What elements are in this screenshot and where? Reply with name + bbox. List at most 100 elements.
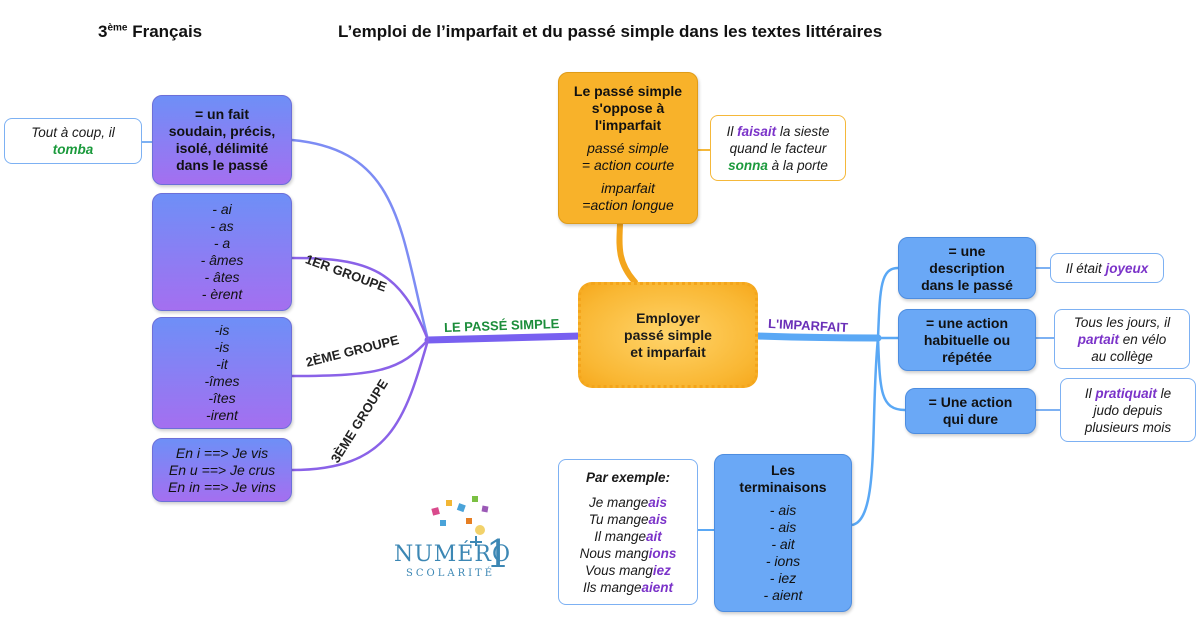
example-line: quand le facteur [729, 140, 827, 156]
example-title: Par exemple: [585, 469, 671, 485]
node-line: habituelle ou [923, 331, 1011, 348]
terminaisons-node[interactable]: Les terminaisons - ais - ais - ait - ion… [714, 454, 852, 612]
logo-word: NUMÉRO [394, 542, 511, 567]
example: En i ==> Je vis [175, 444, 269, 461]
example-text: à la porte [767, 157, 828, 173]
numero1-logo: NUMÉRO 1 SCOLARITÉ [392, 486, 522, 596]
page-title: L’emploi de l’imparfait et du passé simp… [338, 22, 883, 41]
logo-digit: 1 [486, 532, 511, 576]
link-description [876, 266, 899, 339]
node-line: isolé, délimité [175, 140, 269, 156]
example-text: le [1156, 385, 1172, 401]
node-line: = Une action [928, 394, 1013, 410]
imparfait-description-node[interactable]: = une description dans le passé [898, 237, 1036, 299]
ending: - ait [771, 536, 795, 552]
example-text: Il était [1065, 260, 1106, 276]
conjugation-row: Tu mangeais [589, 511, 668, 528]
groupe1-endings-node[interactable]: - ai - as - a - âmes - âtes - èrent [152, 193, 292, 311]
conjugation-row: Ils mangeaient [583, 579, 673, 596]
ending: - èrent [201, 286, 243, 302]
example-line: partait en vélo [1078, 331, 1167, 348]
example-line: judo depuis [1093, 402, 1163, 418]
example-verb: pratiquait [1095, 385, 1157, 401]
node-line: l'imparfait [594, 116, 662, 133]
ending: - âtes [204, 269, 240, 285]
stem: Vous mang [585, 562, 653, 578]
example-verb: faisait [737, 123, 777, 139]
ending: - aient [763, 587, 803, 603]
oppose-node[interactable]: Le passé simple s'oppose à l'imparfait p… [558, 72, 698, 224]
example-text: Il [726, 123, 738, 139]
description-example-note: Il était joyeux [1050, 253, 1164, 283]
level-label: 3ème Français [98, 22, 202, 42]
ending: - a [213, 235, 231, 251]
link-dure [876, 337, 906, 412]
center-line: Employer [636, 309, 700, 326]
example-line: Il était joyeux [1066, 260, 1149, 277]
link-groupe3 [291, 339, 430, 472]
stem: Ils mange [582, 579, 642, 595]
node-line: dans le passé [921, 276, 1013, 293]
stem: Tu mange [588, 511, 649, 527]
example-text: Il [1084, 385, 1096, 401]
node-line: = un fait [194, 106, 250, 122]
node-line: soudain, précis, [168, 123, 276, 139]
node-line: Les [770, 462, 796, 478]
node-line: imparfait [601, 179, 655, 196]
imparfait-dure-node[interactable]: = Une action qui dure [905, 388, 1036, 434]
ending: -îmes [204, 373, 240, 389]
link-center-imparfait [754, 332, 882, 342]
link-groupe1 [291, 256, 430, 341]
ending: - âmes [200, 252, 244, 268]
ending: aient [641, 579, 674, 595]
stem: Je mange [588, 494, 649, 510]
ending: -îtes [208, 390, 236, 406]
center-node[interactable]: Employer passé simple et imparfait [578, 282, 758, 388]
ending: ais [648, 494, 668, 510]
example-line: plusieurs mois [1084, 419, 1172, 435]
example-line: Il faisait la sieste [727, 123, 830, 140]
logo-figure-icon [431, 496, 489, 546]
groupe3-examples-node[interactable]: En i ==> Je vis En u ==> Je crus En in =… [152, 438, 292, 502]
node-line: dans le passé [176, 157, 268, 173]
link-center-passe-simple [424, 332, 584, 344]
groupe2-endings-node[interactable]: -is -is -it -îmes -îtes -irent [152, 317, 292, 429]
ending: - iez [769, 570, 797, 586]
link-terminaisons [851, 337, 880, 527]
par-exemple-note: Par exemple: Je mangeais Tu mangeais Il … [558, 459, 698, 605]
example-line: Tous les jours, il [1073, 314, 1171, 330]
example-line: au collège [1091, 348, 1153, 364]
conjugation-row: Je mangeais [589, 494, 667, 511]
stem: Nous mang [579, 545, 649, 561]
example-verb: sonna [728, 157, 768, 173]
node-line: =action longue [582, 196, 674, 213]
node-line: Le passé simple [573, 82, 683, 99]
node-line: passé simple [587, 139, 669, 156]
example-text: en vélo [1118, 331, 1167, 347]
conjugation-row: Il mangeait [594, 528, 662, 545]
stem: Il mange [594, 528, 646, 544]
example-line: sonna à la porte [728, 157, 828, 174]
dure-example-note: Il pratiquait le judo depuis plusieurs m… [1060, 378, 1196, 442]
example: En u ==> Je crus [168, 461, 276, 478]
node-line: terminaisons [739, 479, 827, 495]
ending: -is [214, 339, 230, 355]
example-text: la sieste [776, 123, 830, 139]
imparfait-habituelle-node[interactable]: = une action habituelle ou répétée [898, 309, 1036, 371]
node-line: qui dure [942, 411, 999, 427]
link-fait-soudain [291, 138, 430, 341]
ending: ait [646, 528, 662, 544]
fait-soudain-node[interactable]: = un fait soudain, précis, isolé, délimi… [152, 95, 292, 185]
passe-simple-example-note: Tout à coup, il tomba [4, 118, 142, 164]
oppose-example-note: Il faisait la sieste quand le facteur so… [710, 115, 846, 181]
link-oppose [616, 219, 638, 285]
logo-subword: SCOLARITÉ [406, 568, 496, 579]
node-line: = action courte [581, 156, 675, 173]
node-line: description [929, 259, 1005, 276]
level-suffix: ème [107, 22, 128, 34]
conjugation-row: Nous mangions [580, 545, 677, 562]
ending: - ais [769, 519, 797, 535]
ending: - as [210, 218, 234, 234]
ending: iez [652, 562, 671, 578]
